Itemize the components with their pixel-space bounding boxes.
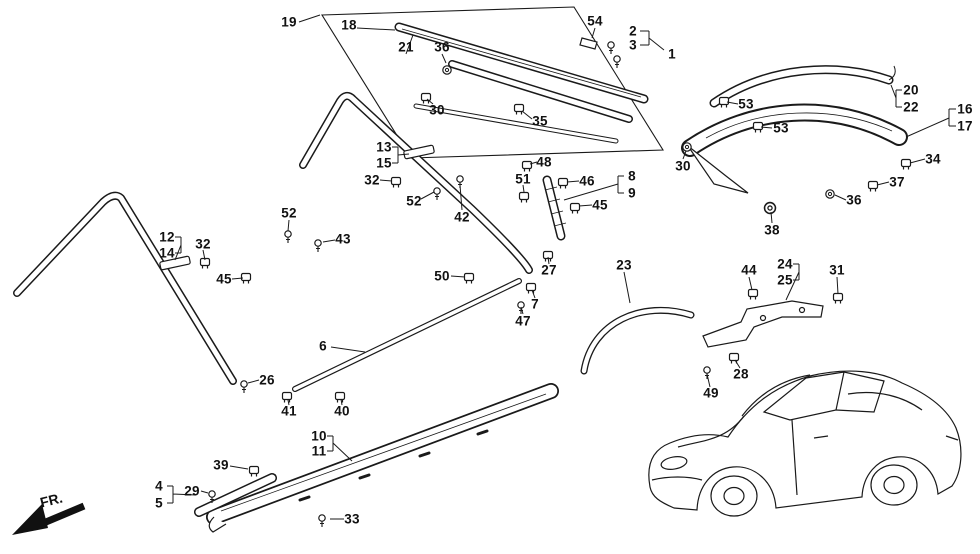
part-callout-45: 45 xyxy=(592,197,608,213)
part-callout-12: 12 xyxy=(159,229,175,245)
roof-molding-group-box xyxy=(321,6,664,159)
part-callout-39: 39 xyxy=(213,457,229,473)
part-callout-30: 30 xyxy=(675,158,691,174)
part-callout-10: 10 xyxy=(311,428,327,444)
part-callout-54: 54 xyxy=(587,13,603,29)
part-callout-16: 16 xyxy=(957,101,973,117)
part-callout-37: 37 xyxy=(889,174,905,190)
part-callout-27: 27 xyxy=(541,262,557,278)
part-callout-18: 18 xyxy=(341,17,357,33)
left-windshield-pillar-molding xyxy=(13,191,237,385)
part-callout-31: 31 xyxy=(829,262,845,278)
part-callout-44: 44 xyxy=(741,262,757,278)
part-callout-11: 11 xyxy=(311,443,327,459)
part-callout-3: 3 xyxy=(629,37,637,53)
part-callout-13: 13 xyxy=(376,139,392,155)
part-callout-35: 35 xyxy=(532,113,548,129)
part-callout-41: 41 xyxy=(281,403,297,419)
part-callout-36: 36 xyxy=(434,39,450,55)
part-callout-51: 51 xyxy=(515,171,531,187)
part-callout-8: 8 xyxy=(628,168,636,184)
rear-roof-side-molding-upper xyxy=(709,65,896,108)
part-callout-20: 20 xyxy=(903,82,919,98)
part-callout-32: 32 xyxy=(364,172,380,188)
part-callout-36: 36 xyxy=(846,192,862,208)
part-callout-43: 43 xyxy=(335,231,351,247)
rear-roof-side-molding-lower xyxy=(681,103,908,194)
part-callout-53: 53 xyxy=(773,120,789,136)
part-callout-53: 53 xyxy=(738,96,754,112)
part-callout-49: 49 xyxy=(703,385,719,401)
mounting-bracket xyxy=(702,300,824,348)
part-callout-52: 52 xyxy=(406,193,422,209)
part-callout-28: 28 xyxy=(733,366,749,382)
fr-arrow-icon xyxy=(12,502,86,535)
part-callout-42: 42 xyxy=(454,209,470,225)
part-callout-50: 50 xyxy=(434,268,450,284)
wheel-arch-protector xyxy=(580,306,695,375)
part-callout-21: 21 xyxy=(398,39,414,55)
part-callout-24: 24 xyxy=(777,256,793,272)
part-callout-1: 1 xyxy=(668,46,676,62)
joint-strip-13-15 xyxy=(403,144,435,160)
part-callout-26: 26 xyxy=(259,372,275,388)
part-callout-23: 23 xyxy=(616,257,632,273)
part-callout-45: 45 xyxy=(216,271,232,287)
part-callout-47: 47 xyxy=(515,313,531,329)
part-callout-30: 30 xyxy=(429,102,445,118)
part-callout-7: 7 xyxy=(531,296,539,312)
part-callout-22: 22 xyxy=(903,99,919,115)
side-sill-garnish xyxy=(206,383,559,533)
part-callout-32: 32 xyxy=(195,236,211,252)
part-callout-14: 14 xyxy=(159,245,175,261)
bracket-lines xyxy=(167,30,956,504)
joint-strip-12-14 xyxy=(159,255,191,271)
small-bracket-parts xyxy=(579,37,598,50)
part-callout-33: 33 xyxy=(344,511,360,527)
part-callout-40: 40 xyxy=(334,403,350,419)
belt-molding xyxy=(292,278,522,392)
part-callout-2: 2 xyxy=(629,23,637,39)
part-callout-48: 48 xyxy=(536,154,552,170)
part-callout-52: 52 xyxy=(281,205,297,221)
part-callout-38: 38 xyxy=(764,222,780,238)
part-callout-4: 4 xyxy=(155,478,163,494)
part-callout-46: 46 xyxy=(579,173,595,189)
part-callout-6: 6 xyxy=(319,338,327,354)
part-callout-25: 25 xyxy=(777,272,793,288)
center-windshield-pillar-molding xyxy=(299,92,533,274)
part-callout-19: 19 xyxy=(281,14,297,30)
quarter-pillar-garnish xyxy=(542,175,567,241)
part-callout-29: 29 xyxy=(184,483,200,499)
front-sill-strip xyxy=(194,473,277,517)
part-callout-34: 34 xyxy=(925,151,941,167)
part-callout-9: 9 xyxy=(628,185,636,201)
part-callout-15: 15 xyxy=(376,155,392,171)
leader-lines xyxy=(200,14,926,520)
part-callout-5: 5 xyxy=(155,495,163,511)
roof-molding-strips xyxy=(394,22,649,144)
part-callout-17: 17 xyxy=(957,118,973,134)
car-sketch xyxy=(648,370,962,517)
